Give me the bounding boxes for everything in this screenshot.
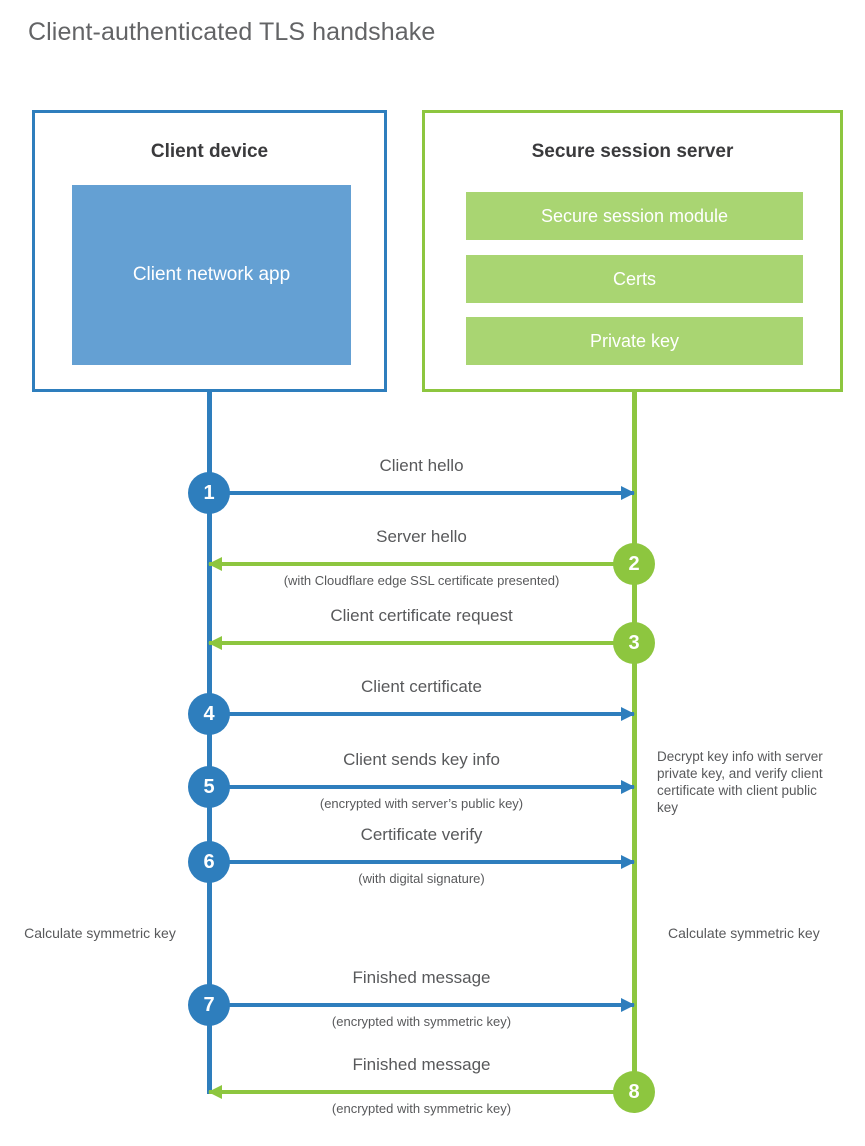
message-label-7: Finished message bbox=[352, 968, 491, 987]
message-label-8: Finished message bbox=[352, 1055, 491, 1074]
note-calculate-symmetric-key-client: Calculate symmetric key bbox=[24, 925, 176, 941]
arrow-head-right-icon bbox=[621, 780, 635, 794]
message-sublabel-8: (encrypted with symmetric key) bbox=[331, 1101, 512, 1116]
step-circle-6: 6 bbox=[188, 841, 230, 883]
message-label-2: Server hello bbox=[376, 527, 467, 546]
arrow-head-left-icon bbox=[208, 636, 222, 650]
message-label-3: Client certificate request bbox=[330, 606, 513, 625]
arrow-line bbox=[209, 491, 634, 495]
server-component-certs: Certs bbox=[466, 255, 803, 303]
message-sublabel-7: (encrypted with symmetric key) bbox=[331, 1014, 512, 1029]
arrow-line bbox=[209, 562, 634, 566]
secure-session-server-title: Secure session server bbox=[531, 141, 734, 162]
server-component-private-key: Private key bbox=[466, 317, 803, 365]
step-circle-2: 2 bbox=[613, 543, 655, 585]
message-label-4: Client certificate bbox=[361, 677, 482, 696]
client-network-app-block: Client network app bbox=[72, 185, 351, 365]
message-label-5: Client sends key info bbox=[343, 750, 500, 769]
step-circle-8: 8 bbox=[613, 1071, 655, 1113]
server-component-label: Certs bbox=[612, 268, 656, 289]
step-circle-1: 1 bbox=[188, 472, 230, 514]
arrow-head-right-icon bbox=[621, 707, 635, 721]
server-component-label: Private key bbox=[589, 330, 680, 351]
note-decrypt-key-info: Decrypt key info with server private key… bbox=[657, 749, 823, 815]
arrow-line bbox=[209, 641, 634, 645]
client-lifeline bbox=[207, 392, 212, 1094]
step-circle-5: 5 bbox=[188, 766, 230, 808]
client-device-box: Client device Client network app bbox=[32, 110, 387, 392]
step-circle-4: 4 bbox=[188, 693, 230, 735]
server-component-secure-session-module: Secure session module bbox=[466, 192, 803, 240]
message-label-1: Client hello bbox=[379, 456, 464, 475]
client-network-app-label: Client network app bbox=[132, 264, 291, 285]
message-sublabel-6: (with digital signature) bbox=[358, 871, 485, 886]
arrow-line bbox=[209, 860, 634, 864]
note-calculate-symmetric-key-server: Calculate symmetric key bbox=[668, 925, 820, 941]
arrow-line bbox=[209, 1003, 634, 1007]
client-device-title: Client device bbox=[150, 141, 269, 162]
arrow-head-right-icon bbox=[621, 998, 635, 1012]
server-lifeline bbox=[632, 392, 637, 1094]
arrow-line bbox=[209, 712, 634, 716]
arrow-head-left-icon bbox=[208, 557, 222, 571]
arrow-head-left-icon bbox=[208, 1085, 222, 1099]
message-sublabel-2: (with Cloudflare edge SSL certificate pr… bbox=[283, 573, 560, 588]
step-circle-7: 7 bbox=[188, 984, 230, 1026]
arrow-line bbox=[209, 1090, 634, 1094]
message-sublabel-5: (encrypted with server’s public key) bbox=[319, 796, 524, 811]
message-label-6: Certificate verify bbox=[360, 825, 483, 844]
server-component-label: Secure session module bbox=[540, 205, 729, 226]
secure-session-server-box: Secure session server Secure session mod… bbox=[422, 110, 843, 392]
arrow-head-right-icon bbox=[621, 855, 635, 869]
step-circle-3: 3 bbox=[613, 622, 655, 664]
arrow-head-right-icon bbox=[621, 486, 635, 500]
arrow-line bbox=[209, 785, 634, 789]
page-title: Client-authenticated TLS handshake bbox=[28, 18, 436, 46]
